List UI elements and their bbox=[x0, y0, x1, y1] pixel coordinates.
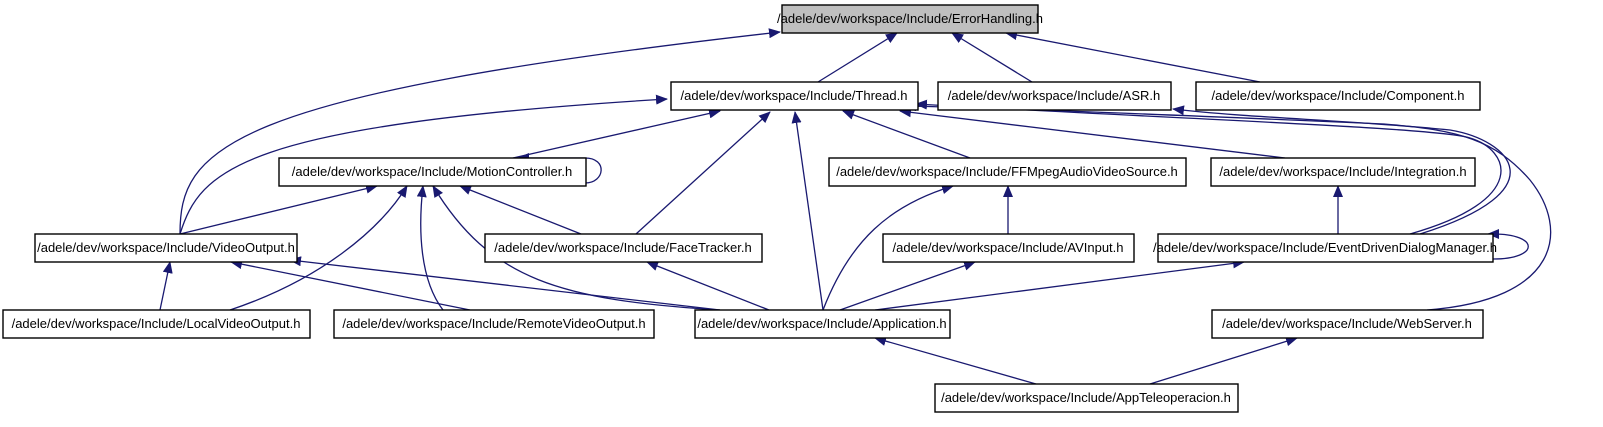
edge-facetracker-application bbox=[646, 261, 770, 311]
edge-videooutput-remotevideo bbox=[230, 259, 471, 311]
edge-motioncontroller-videooutput bbox=[179, 183, 378, 235]
edge-thread-webserver bbox=[904, 101, 1552, 311]
node-ffmpeg-label: /adele/dev/workspace/Include/FFMpegAudio… bbox=[836, 164, 1178, 179]
node-localvideo-label: /adele/dev/workspace/Include/LocalVideoO… bbox=[12, 316, 301, 331]
edge-videooutput-application bbox=[289, 256, 721, 311]
edge-edm-application bbox=[874, 258, 1245, 311]
node-edm[interactable]: /adele/dev/workspace/Include/EventDriven… bbox=[1153, 233, 1497, 263]
edge-motioncontroller-localvideo bbox=[229, 185, 408, 311]
node-thread[interactable]: /adele/dev/workspace/Include/Thread.h bbox=[670, 81, 919, 111]
node-integration-label: /adele/dev/workspace/Include/Integration… bbox=[1219, 164, 1466, 179]
edge-thread-ffmpeg bbox=[842, 110, 971, 159]
edge-motioncontroller-remotevideo bbox=[416, 185, 444, 311]
node-asr[interactable]: /adele/dev/workspace/Include/ASR.h bbox=[937, 81, 1172, 111]
edge-asr-edm bbox=[1172, 105, 1511, 235]
edge-errorhandling-videooutput bbox=[179, 28, 781, 235]
edge-edm-self bbox=[1487, 229, 1529, 260]
edge-thread-integration bbox=[899, 107, 1286, 159]
node-appteleop[interactable]: /adele/dev/workspace/Include/AppTeleoper… bbox=[934, 383, 1239, 413]
node-facetracker[interactable]: /adele/dev/workspace/Include/FaceTracker… bbox=[484, 233, 763, 263]
edge-videooutput-localvideo bbox=[159, 261, 173, 311]
node-ffmpeg[interactable]: /adele/dev/workspace/Include/FFMpegAudio… bbox=[828, 157, 1187, 187]
edge-errorhandling-component bbox=[1005, 30, 1261, 83]
node-avinput-label: /adele/dev/workspace/Include/AVInput.h bbox=[892, 240, 1123, 255]
node-facetracker-label: /adele/dev/workspace/Include/FaceTracker… bbox=[494, 240, 752, 255]
node-errorhandling[interactable]: /adele/dev/workspace/Include/ErrorHandli… bbox=[777, 4, 1043, 34]
node-component[interactable]: /adele/dev/workspace/Include/Component.h bbox=[1195, 81, 1481, 111]
node-errorhandling-label: /adele/dev/workspace/Include/ErrorHandli… bbox=[777, 11, 1043, 26]
node-remotevideo-label: /adele/dev/workspace/Include/RemoteVideo… bbox=[342, 316, 645, 331]
edge-ffmpeg-application bbox=[822, 184, 954, 311]
edge-errorhandling-asr bbox=[951, 32, 1033, 83]
edge-thread-motioncontroller bbox=[512, 108, 721, 159]
edge-thread-facetracker bbox=[635, 111, 771, 235]
node-edm-label: /adele/dev/workspace/Include/EventDriven… bbox=[1153, 240, 1497, 255]
node-webserver-label: /adele/dev/workspace/Include/WebServer.h bbox=[1222, 316, 1472, 331]
node-avinput[interactable]: /adele/dev/workspace/Include/AVInput.h bbox=[882, 233, 1135, 263]
node-component-label: /adele/dev/workspace/Include/Component.h bbox=[1212, 88, 1465, 103]
edge-errorhandling-thread bbox=[817, 32, 898, 83]
nodes-layer: /adele/dev/workspace/Include/ErrorHandli… bbox=[2, 4, 1497, 413]
node-appteleop-label: /adele/dev/workspace/Include/AppTeleoper… bbox=[941, 390, 1231, 405]
node-webserver[interactable]: /adele/dev/workspace/Include/WebServer.h bbox=[1211, 309, 1484, 339]
node-asr-label: /adele/dev/workspace/Include/ASR.h bbox=[948, 88, 1160, 103]
edge-motioncontroller-facetracker bbox=[459, 185, 582, 235]
edge-thread-edm bbox=[915, 99, 1502, 235]
node-motioncontroller-label: /adele/dev/workspace/Include/MotionContr… bbox=[292, 164, 572, 179]
edge-webserver-appteleop bbox=[1149, 336, 1298, 385]
edge-thread-videooutput bbox=[179, 94, 668, 235]
node-application[interactable]: /adele/dev/workspace/Include/Application… bbox=[694, 309, 951, 339]
node-integration[interactable]: /adele/dev/workspace/Include/Integration… bbox=[1210, 157, 1476, 187]
edge-application-appteleop bbox=[874, 336, 1037, 385]
node-remotevideo[interactable]: /adele/dev/workspace/Include/RemoteVideo… bbox=[333, 309, 655, 339]
node-videooutput[interactable]: /adele/dev/workspace/Include/VideoOutput… bbox=[34, 233, 298, 263]
edge-avinput-application bbox=[839, 260, 976, 311]
edge-motioncontroller-application bbox=[432, 185, 721, 311]
node-motioncontroller[interactable]: /adele/dev/workspace/Include/MotionContr… bbox=[278, 157, 587, 187]
node-thread-label: /adele/dev/workspace/Include/Thread.h bbox=[681, 88, 908, 103]
node-videooutput-label: /adele/dev/workspace/Include/VideoOutput… bbox=[37, 240, 295, 255]
node-localvideo[interactable]: /adele/dev/workspace/Include/LocalVideoO… bbox=[2, 309, 311, 339]
node-application-label: /adele/dev/workspace/Include/Application… bbox=[697, 316, 946, 331]
edge-thread-application bbox=[791, 111, 824, 311]
